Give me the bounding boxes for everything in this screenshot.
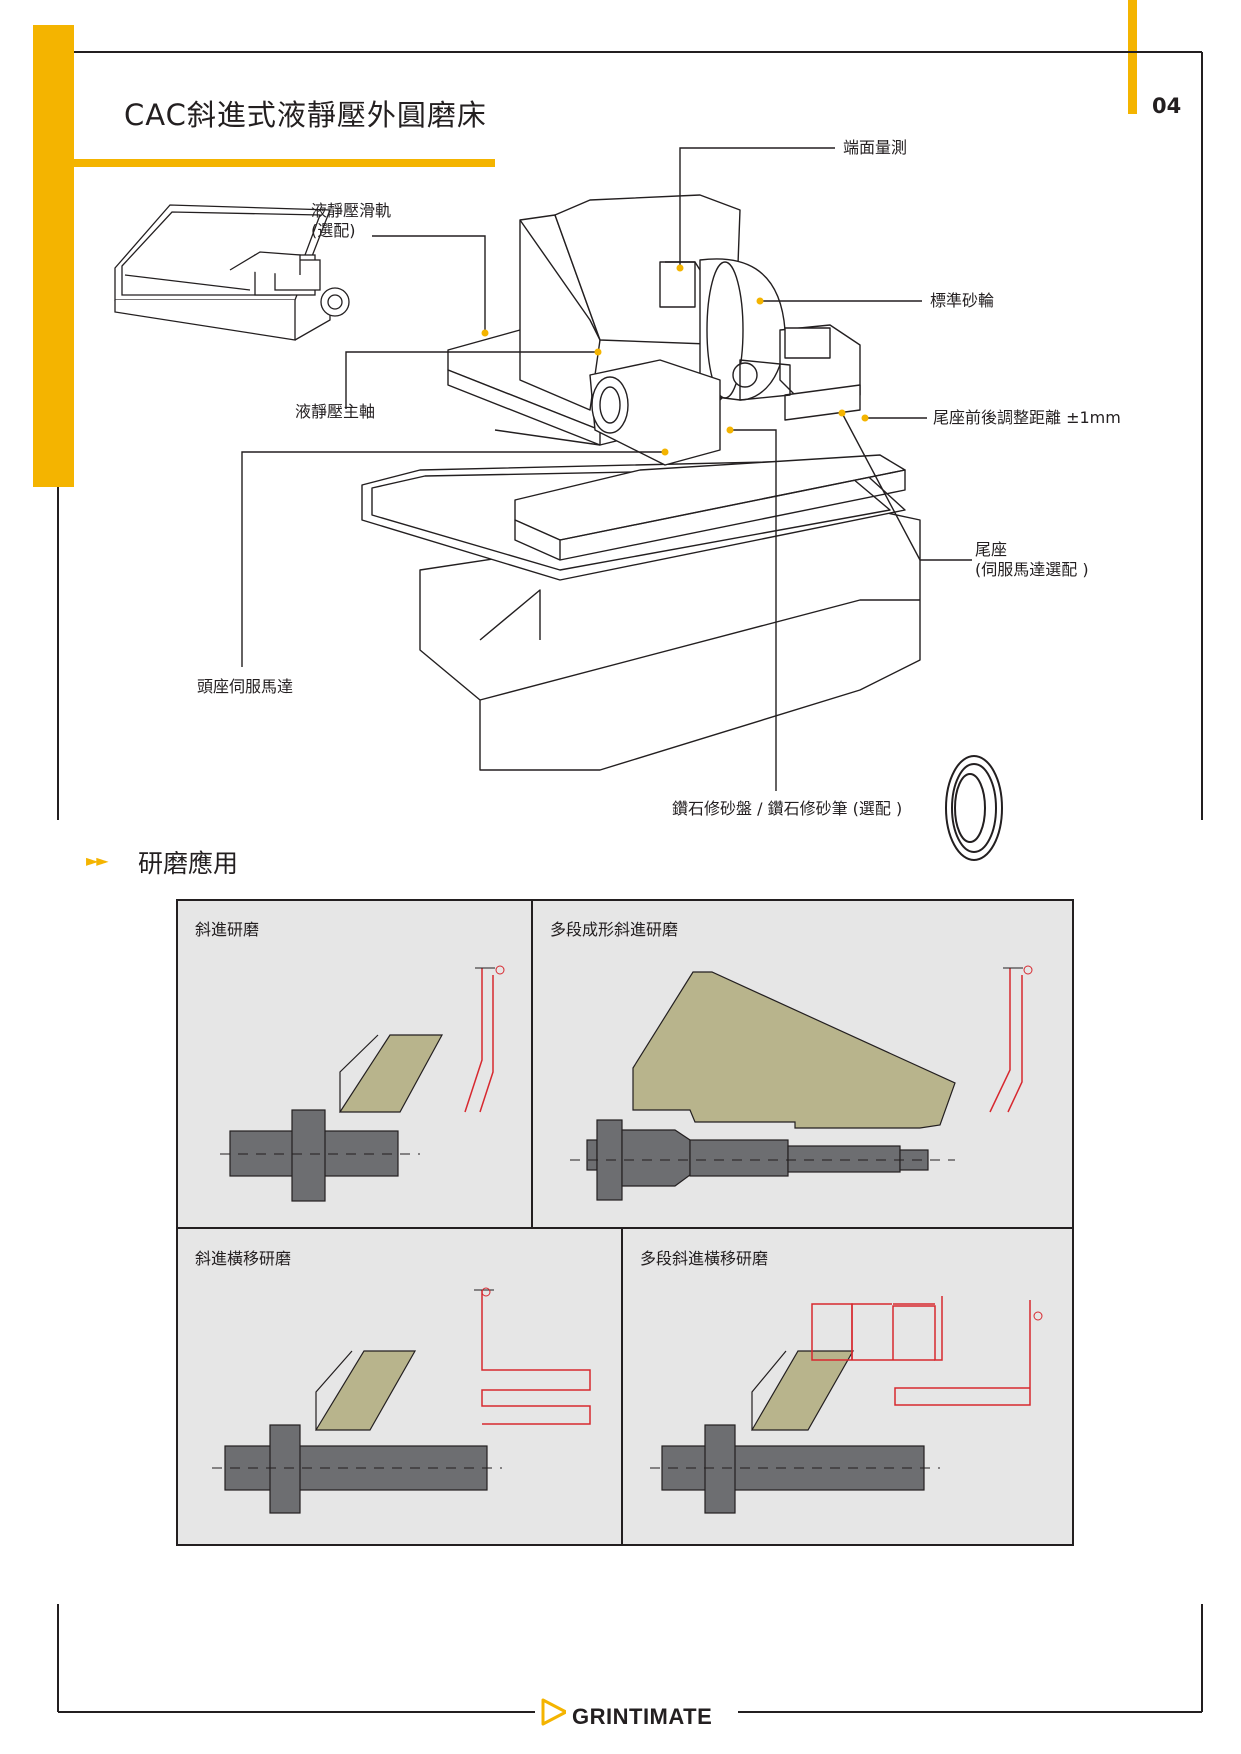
panel-label-1: 斜進研磨 [195, 920, 260, 939]
leader-lines [241, 147, 972, 791]
triangle-play-icon [541, 1698, 568, 1726]
panel-label-3: 斜進橫移研磨 [195, 1249, 292, 1268]
callout-dots [481, 264, 869, 456]
left-accent-bar [33, 25, 74, 487]
applications-grid [176, 899, 1074, 1546]
top-right-accent-bar [1128, 0, 1137, 114]
panel-3-illustration [212, 1287, 591, 1514]
section-arrow-icon: ►► [86, 851, 109, 870]
footer-brand: GRINTIMATE [566, 1704, 719, 1730]
title-underline [74, 159, 495, 167]
panel-1-illustration [220, 965, 505, 1202]
hydrostatic-slide-drawing [114, 204, 350, 341]
page-number: 04 [1152, 94, 1182, 118]
section-title: 研磨應用 [138, 849, 239, 878]
panel-2-illustration [570, 965, 1033, 1201]
panel-label-4: 多段斜進橫移研磨 [640, 1249, 769, 1268]
callout-hydrostatic-slide: 液靜壓滑軌 (選配) [311, 201, 392, 240]
panel-label-2: 多段成形斜進研磨 [550, 920, 679, 939]
dresser-disc-drawing [945, 755, 1003, 861]
callout-end-measure: 端面量測 [843, 138, 908, 157]
callout-hydrostatic-spindle: 液靜壓主軸 [295, 402, 376, 421]
page-title: CAC斜進式液靜壓外圓磨床 [124, 98, 487, 132]
callout-diamond-dresser: 鑽石修砂盤 / 鑽石修砂筆 (選配 ) [672, 799, 903, 818]
callout-standard-wheel: 標準砂輪 [930, 291, 995, 310]
panel-4-illustration [650, 1296, 1043, 1514]
callout-headstock-motor: 頭座伺服馬達 [197, 677, 294, 696]
callout-tailstock: 尾座 (伺服馬達選配 ) [975, 540, 1089, 579]
grinding-machine-drawing [361, 194, 921, 771]
callout-tailstock-adjust: 尾座前後調整距離 ±1mm [933, 408, 1121, 427]
